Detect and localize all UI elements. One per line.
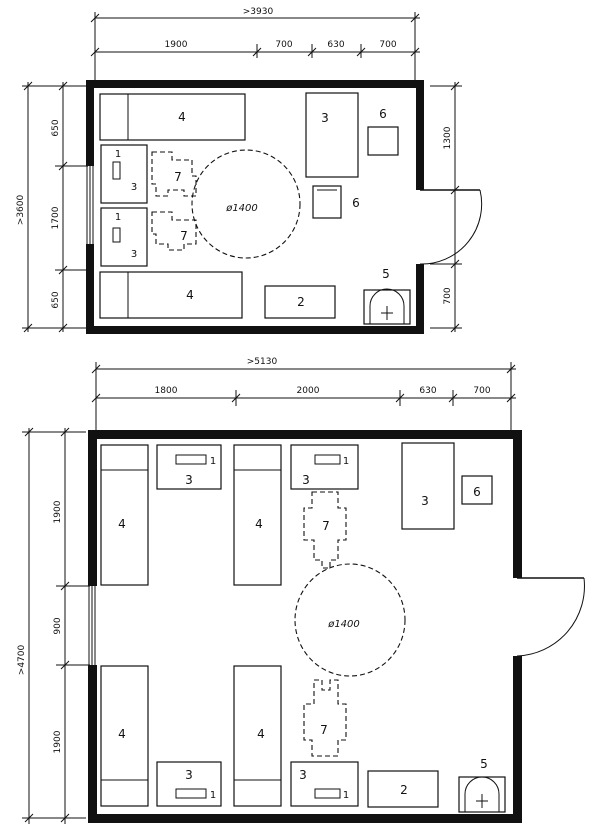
svg-text:3: 3 (131, 182, 137, 193)
dim-total-width: >5130 (247, 357, 278, 367)
dim-w4: 700 (473, 386, 490, 396)
svg-text:3: 3 (185, 473, 193, 487)
dim-h1: 1900 (53, 500, 63, 523)
dim-w3: 630 (419, 386, 436, 396)
item-2-top: 2 (264, 285, 336, 319)
dim-h2: 1700 (51, 206, 61, 229)
chair-7-upper: 7 (151, 151, 197, 197)
dim-w3: 630 (327, 40, 344, 50)
dim-h3: 1900 (53, 730, 63, 753)
svg-text:4: 4 (257, 727, 265, 741)
sink-5-bottom: 5 (458, 757, 506, 813)
svg-text:6: 6 (473, 485, 481, 499)
bottom-plan-walls (88, 430, 522, 823)
bed-bottom: 4 (99, 271, 243, 319)
bottom-plan-door (516, 577, 585, 657)
svg-text:4: 4 (186, 288, 194, 302)
dim-h1: 650 (51, 119, 61, 136)
bottom-plan-vertical-dimensions: >4700 1900 900 1900 (17, 427, 90, 824)
svg-text:7: 7 (180, 229, 188, 243)
dim-w1: 1800 (155, 386, 178, 396)
dim-door-r1: 1300 (443, 126, 453, 149)
circle-clearance-bottom: ø1400 (294, 563, 406, 677)
svg-text:ø1400: ø1400 (225, 203, 258, 214)
desk-top-left: 1 3 (156, 444, 222, 490)
top-plan-horizontal-dimensions: >3930 1900 700 630 700 (90, 7, 420, 80)
top-plan-door-dimensions: 1300 700 (430, 81, 462, 333)
bottom-plan-window (88, 586, 96, 665)
svg-text:1: 1 (115, 212, 121, 223)
dim-h2: 900 (53, 617, 63, 634)
desk-bottom-middle: 3 1 (290, 761, 359, 807)
svg-text:3: 3 (185, 768, 193, 782)
bed-top-left: 4 (100, 444, 149, 586)
top-plan: >3930 1900 700 630 700 >3600 650 (16, 7, 483, 334)
svg-text:4: 4 (178, 110, 186, 124)
svg-text:5: 5 (382, 267, 390, 281)
top-plan-vertical-dimensions: >3600 650 1700 650 (16, 81, 88, 333)
desk-top-middle: 1 3 (290, 444, 359, 490)
dim-h3: 650 (51, 291, 61, 308)
item-2-bottom: 2 (367, 770, 439, 808)
chair-6: 6 (312, 185, 360, 219)
chair-7-top: 7 (303, 491, 347, 569)
bottom-plan: >5130 1800 2000 630 700 >4700 1900 (17, 357, 585, 824)
nightstand-lower: 1 3 (100, 207, 148, 267)
item-6-top: 6 (367, 107, 399, 156)
svg-text:1: 1 (343, 790, 349, 801)
bed-bottom-left: 4 (100, 665, 149, 807)
svg-text:3: 3 (131, 249, 137, 260)
svg-text:6: 6 (352, 196, 360, 210)
item-6-bottom: 6 (461, 475, 493, 505)
chair-7-bottom: 7 (303, 679, 347, 757)
dim-total-height: >3600 (16, 195, 26, 226)
dim-w1: 1900 (165, 40, 188, 50)
bottom-plan-horizontal-dimensions: >5130 1800 2000 630 700 (91, 357, 516, 430)
dim-w2: 2000 (297, 386, 320, 396)
nightstand-upper: 1 3 (100, 144, 148, 204)
table-3-right: 3 (401, 442, 455, 530)
desk-bottom-left: 3 1 (156, 761, 222, 807)
top-plan-window (86, 166, 94, 244)
svg-text:ø1400: ø1400 (327, 619, 360, 630)
top-plan-walls (86, 80, 424, 334)
bed-top: 4 (99, 93, 246, 141)
table-3-top: 3 (305, 92, 359, 178)
svg-text:4: 4 (255, 517, 263, 531)
svg-text:2: 2 (297, 295, 305, 309)
svg-text:1: 1 (343, 456, 349, 467)
bed-bottom-middle: 4 (233, 665, 282, 807)
dim-w4: 700 (379, 40, 396, 50)
svg-text:7: 7 (320, 723, 328, 737)
svg-text:2: 2 (400, 783, 408, 797)
sink-5-top: 5 (363, 267, 411, 325)
chair-7-lower: 7 (151, 211, 197, 251)
svg-text:4: 4 (118, 517, 126, 531)
svg-text:1: 1 (210, 790, 216, 801)
svg-text:5: 5 (480, 757, 488, 771)
svg-text:3: 3 (421, 494, 429, 508)
svg-text:4: 4 (118, 727, 126, 741)
svg-text:3: 3 (302, 473, 310, 487)
dim-total-width: >3930 (243, 7, 274, 17)
svg-text:7: 7 (322, 519, 330, 533)
top-plan-door (419, 189, 483, 265)
svg-text:1: 1 (210, 456, 216, 467)
bed-top-middle: 4 (233, 444, 282, 586)
circle-clearance-top: ø1400 (191, 149, 301, 259)
dim-door-r2: 700 (443, 287, 453, 304)
dim-w2: 700 (275, 40, 292, 50)
svg-text:7: 7 (174, 170, 182, 184)
svg-text:3: 3 (321, 111, 329, 125)
dim-total-height: >4700 (17, 645, 27, 676)
svg-text:3: 3 (299, 768, 307, 782)
svg-text:6: 6 (379, 107, 387, 121)
svg-text:1: 1 (115, 149, 121, 160)
